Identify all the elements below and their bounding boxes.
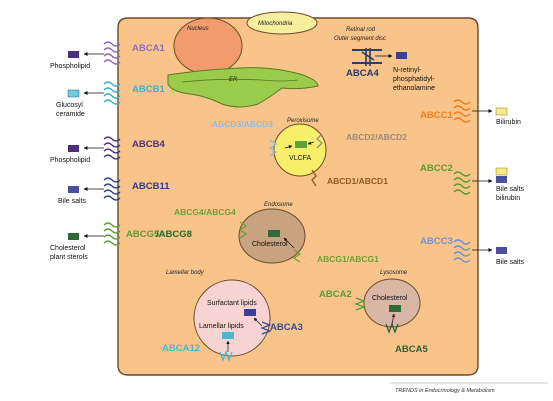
cholesterol-box-left <box>68 233 79 240</box>
phospholipid-text-2: Phospholipid <box>50 157 90 164</box>
bile-salts-c2-text-2: bilirubin <box>496 195 520 202</box>
abcc2-transporter <box>453 171 471 195</box>
phospholipid-box-2 <box>68 145 79 152</box>
glucosyl-text-2: ceramide <box>56 111 85 118</box>
abca3-arrow <box>253 317 263 327</box>
abcb11-label: ABCB11 <box>132 181 170 192</box>
abcd3-transporter <box>268 139 278 157</box>
er-lumen <box>181 78 299 83</box>
bilirubin-box-c2 <box>496 176 507 183</box>
abcg4-transporter <box>238 221 248 239</box>
phospholipid-box-1 <box>68 51 79 58</box>
abcg5-abcg8-transporter <box>103 222 121 246</box>
abcd3-label: ABCD3/ABCD3 <box>212 119 273 129</box>
bile-salts-box-c2 <box>495 167 508 176</box>
abcd-arrow-2 <box>307 141 315 145</box>
cholesterol-text-1: Cholesterol <box>50 245 86 252</box>
cholesterol-text-2: plant sterols <box>50 254 88 261</box>
retinyl-text-2: phosphatidyl- <box>393 76 435 83</box>
lysosome <box>363 278 421 328</box>
lysosome-label: Lysosome <box>380 270 408 276</box>
mitochondria <box>246 11 318 35</box>
abcd2-transporter <box>316 133 323 149</box>
lysosome-cholesterol-box <box>389 305 401 312</box>
abcg1-arrow <box>283 237 295 249</box>
abcg5-label: ABCG5 <box>126 229 160 240</box>
abca3-transporter <box>260 321 272 335</box>
glucosyl-text-1: Glucosyl <box>56 102 83 109</box>
lamellar-body <box>193 279 271 357</box>
abcd1-label: ABCD1/ABCD1 <box>327 176 388 186</box>
phospholipid-text-1: Phospholipid <box>50 63 90 70</box>
er-label: ER <box>229 77 238 83</box>
abca5-arrow <box>391 313 396 325</box>
surfactant-text: Surfactant lipids <box>207 300 257 307</box>
endosome-label: Endosome <box>264 202 293 208</box>
abcc3-label: ABCC3 <box>420 236 453 247</box>
abcb4-transporter <box>103 136 121 160</box>
abcd2-label: ABCD2/ABCD2 <box>346 132 407 142</box>
lamellar-body-label: Lamellar body <box>166 270 205 276</box>
bilirubin-text: Bilirubin <box>496 119 521 126</box>
abcd-arrow-1 <box>284 145 293 149</box>
abcb11-transporter <box>103 177 121 201</box>
vlcfa-text: VLCFA <box>289 155 312 162</box>
surfactant-box <box>244 309 256 316</box>
abcg8-label: /ABCG8 <box>156 229 192 240</box>
retinyl-text-3: ethanolamine <box>393 85 435 92</box>
abcc2-label: ABCC2 <box>420 163 453 174</box>
lamellar-lipids-text: Lamellar lipids <box>199 323 244 330</box>
retinyl-text-1: N-retinyl- <box>393 67 422 74</box>
bile-salts-text-right: Bile salts <box>496 259 525 266</box>
abcb4-label: ABCB4 <box>132 139 165 150</box>
abcc1-transporter <box>453 99 471 123</box>
bile-salts-box-left <box>68 186 79 193</box>
abca5-label: ABCA5 <box>395 344 428 355</box>
lamellar-lipids-box <box>222 332 234 339</box>
outer-segment-disc <box>352 49 382 64</box>
journal-credit: TRENDS in Endocrinology & Metabolism <box>395 388 495 394</box>
abca1-label: ABCA1 <box>132 43 165 54</box>
glucosyl-box <box>67 89 80 98</box>
abca3-label: ABCA3 <box>270 322 303 333</box>
bile-salts-box-right <box>496 247 507 254</box>
nucleus-label: Nucleus <box>187 26 209 32</box>
abca4-transporter <box>361 48 375 66</box>
abca12-label: ABCA12 <box>162 343 200 354</box>
abcg1-transporter <box>292 249 302 263</box>
endoplasmic-reticulum <box>167 67 319 108</box>
bilirubin-box <box>495 107 508 116</box>
abcg4-label: ABCG4/ABCG4 <box>174 207 236 217</box>
abcg1-label: ABCG1/ABCG1 <box>317 254 379 264</box>
abca2-transporter <box>354 297 366 311</box>
abca1-transporter <box>103 41 121 65</box>
abca4-label: ABCA4 <box>346 68 379 79</box>
abca12-transporter <box>219 350 233 362</box>
endosome-cholesterol-box <box>268 230 280 237</box>
peroxisome-label: Peroxisome <box>287 118 319 124</box>
retinyl-substrate-box <box>396 52 407 59</box>
abcb1-label: ABCB1 <box>132 84 165 95</box>
abca2-label: ABCA2 <box>319 289 352 300</box>
bile-salts-text-left: Bile salts <box>58 198 87 205</box>
mitochondria-label: Mitochondria <box>258 21 293 27</box>
endosome-cholesterol-text: Cholesterol <box>252 241 288 248</box>
peroxisome <box>273 123 327 177</box>
abcb1-transporter <box>103 81 121 105</box>
lysosome-cholesterol-text: Cholesterol <box>372 295 408 302</box>
outer-segment-label: Outer segment disc <box>334 36 386 42</box>
abcc1-label: ABCC1 <box>420 110 453 121</box>
abcd1-transporter <box>311 169 317 187</box>
abcc3-transporter <box>453 239 471 263</box>
retinal-rod-label: Retinal rod <box>346 27 376 33</box>
bile-salts-c2-text-1: Bile salts <box>496 186 525 193</box>
vlcfa-box <box>295 141 307 148</box>
